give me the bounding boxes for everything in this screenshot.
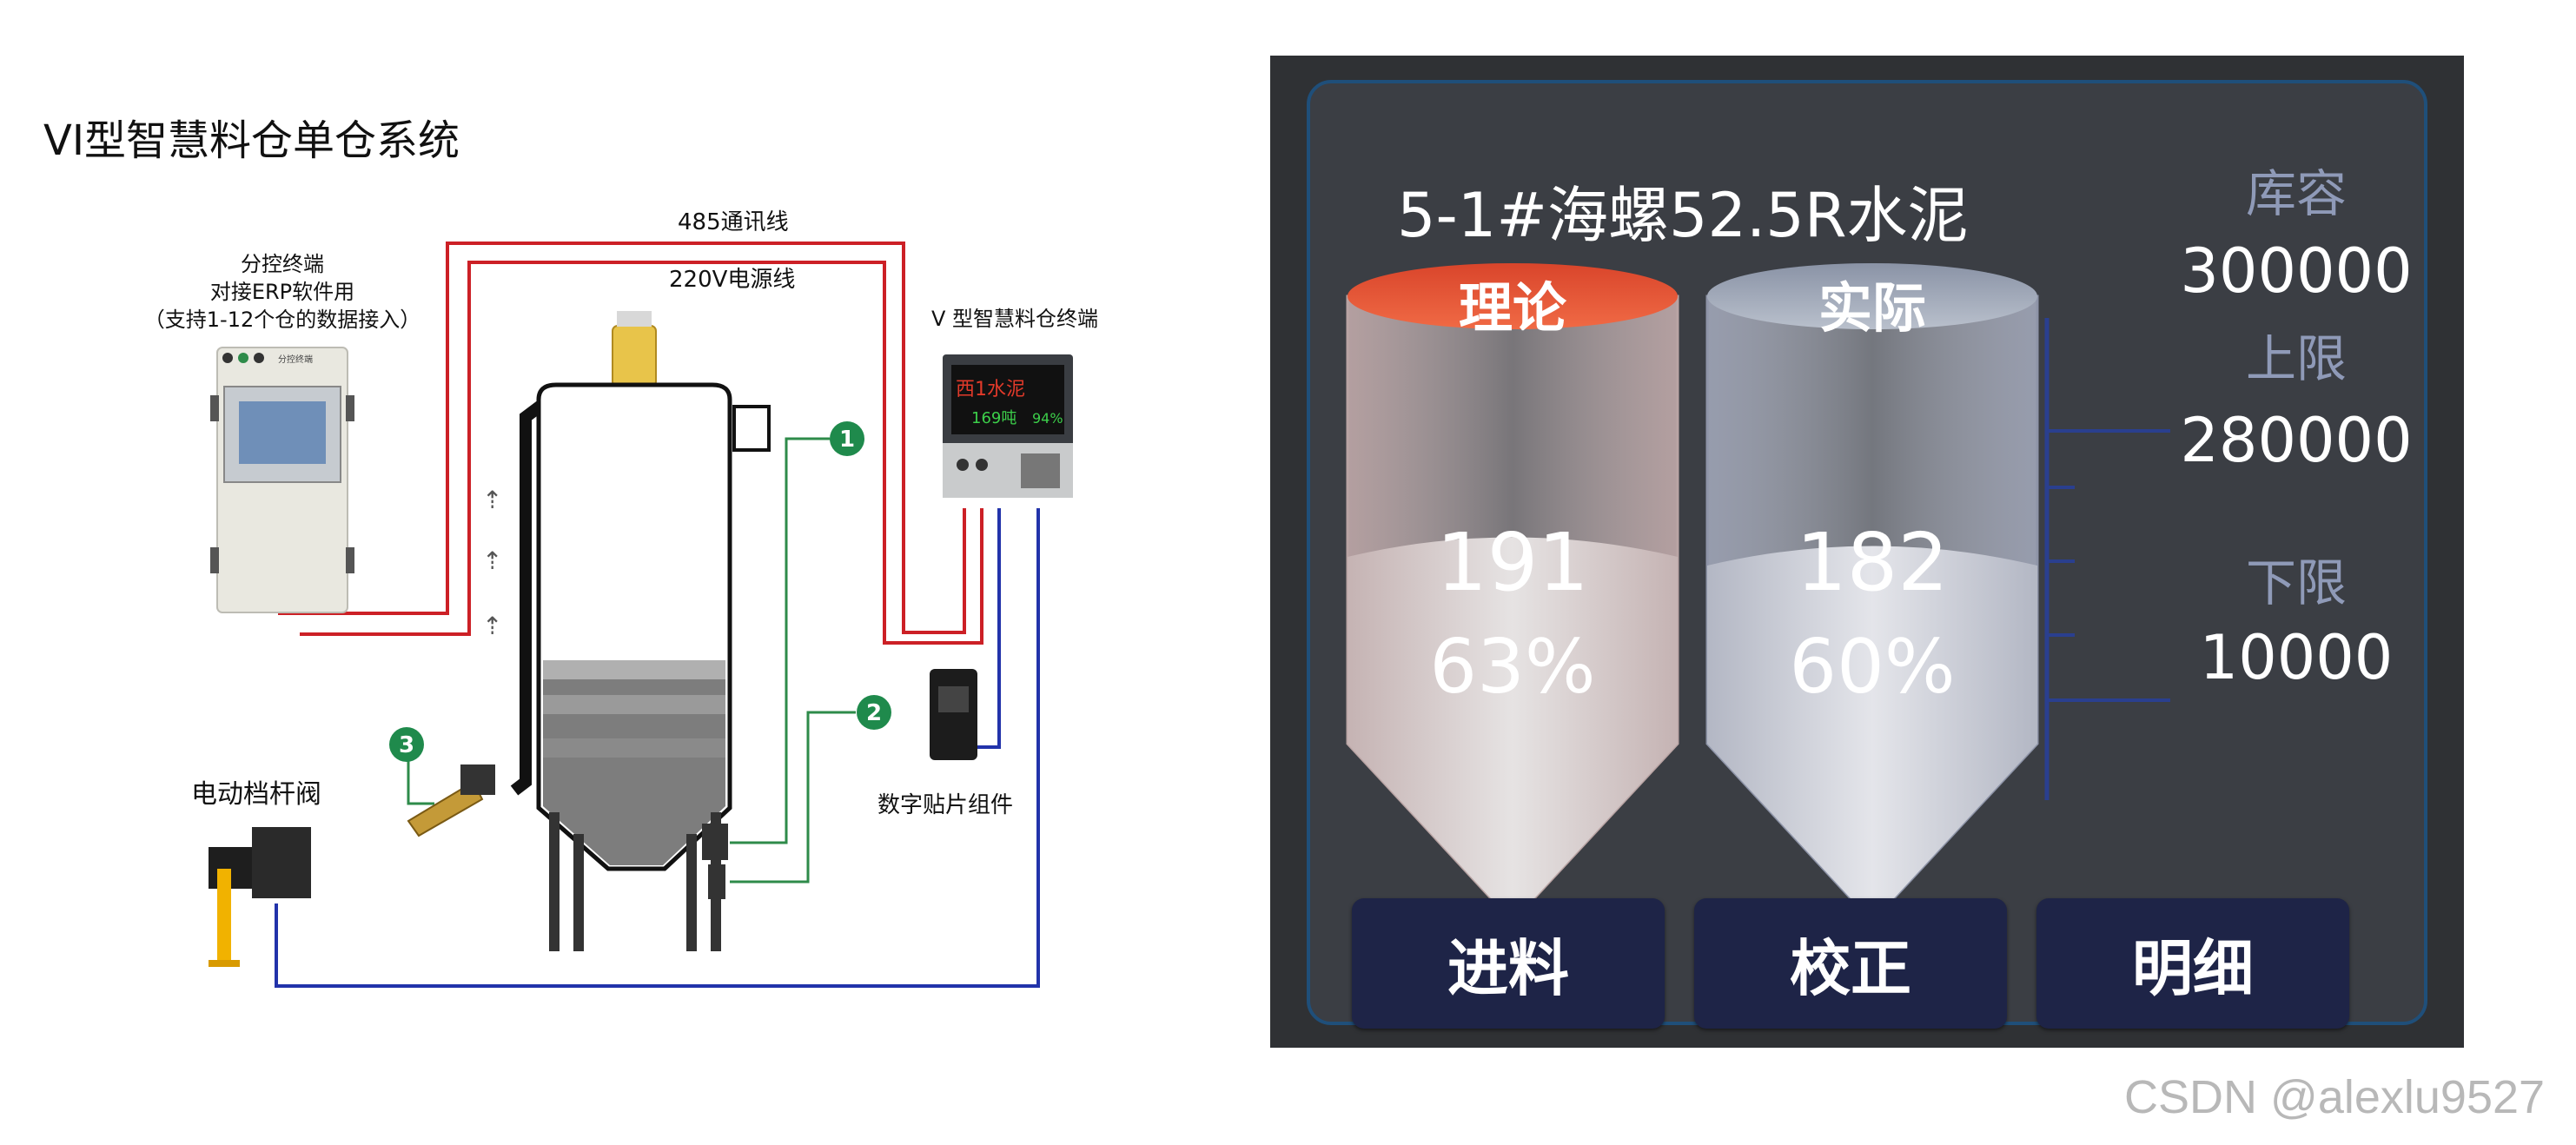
tank-actual-graphic — [1705, 263, 2039, 924]
terminal-label-1: 分控终端 — [241, 252, 324, 276]
digital-patch: 数字贴片组件 — [877, 669, 1013, 818]
tank-actual-percent: 60% — [1789, 624, 1956, 711]
v-terminal-label: V 型智慧料仓终端 — [931, 307, 1098, 331]
marker-3: 3 — [389, 727, 424, 762]
level-scale — [2044, 318, 2170, 800]
screw-conveyor — [407, 764, 495, 837]
v-terminal: V 型智慧料仓终端 西1水泥 169吨 94% — [931, 307, 1098, 498]
svg-text:2: 2 — [866, 700, 882, 726]
silo: ⇡ ⇡ ⇡ — [482, 311, 771, 951]
tank-actual-value: 182 — [1796, 516, 1949, 609]
tank-actual-fill — [1707, 546, 2037, 922]
lower-limit-label: 下限 — [2245, 553, 2347, 612]
signal-line-3 — [407, 747, 434, 805]
watermark: CSDN @alexlu9527 — [2124, 1071, 2546, 1123]
upper-limit-label: 上限 — [2245, 329, 2347, 388]
panel-inner: 5-1#海螺52.5R水泥 — [1307, 80, 2427, 1029]
svg-text:3: 3 — [399, 732, 414, 758]
marker-1: 1 — [830, 421, 864, 456]
tank-actual-label: 实际 — [1818, 276, 1926, 340]
calibrate-button[interactable]: 校正 — [1694, 898, 2007, 1029]
signal-line-1 — [730, 437, 830, 844]
panel-title: 5-1#海螺52.5R水泥 — [1397, 180, 1969, 251]
electric-valve: 电动档杆阀 — [191, 779, 321, 967]
svg-text:⇡: ⇡ — [482, 546, 502, 575]
tank-theoretical-percent: 63% — [1429, 624, 1596, 711]
display-line2b: 94% — [1032, 410, 1063, 427]
line-220v-label: 220V电源线 — [669, 267, 795, 293]
tank-theoretical-label: 理论 — [1458, 276, 1566, 340]
line-485 — [278, 242, 966, 634]
marker-2: 2 — [857, 695, 891, 730]
feed-button[interactable]: 进料 — [1352, 898, 1665, 1029]
line-485-label: 485通讯线 — [678, 209, 789, 235]
svg-text:1: 1 — [839, 427, 855, 453]
capacity-value: 300000 — [2180, 235, 2413, 307]
terminal-label-2: 对接ERP软件用 — [210, 280, 354, 304]
signal-line-2 — [730, 711, 856, 884]
detail-button[interactable]: 明细 — [2036, 898, 2349, 1029]
data-line — [275, 508, 1040, 988]
line-220v — [300, 261, 983, 645]
tank-theoretical-fill — [1348, 537, 1678, 922]
tank-theoretical-graphic — [1346, 263, 1679, 924]
silo-status-panel: 5-1#海螺52.5R水泥 — [1270, 56, 2464, 1048]
capacity-label: 库容 — [2245, 164, 2347, 223]
display-line2a: 169吨 — [971, 409, 1016, 427]
terminal-panel-text: 分控终端 — [278, 354, 313, 365]
lower-limit-value: 10000 — [2199, 622, 2394, 693]
tank-actual: 实际 182 60% — [1703, 257, 2042, 926]
silo-system-diagram: VI型智慧料仓单仓系统 485通讯线 220V电源线 1 2 3 分控终端 对接… — [43, 116, 1098, 988]
tank-theoretical: 理论 191 63% — [1343, 257, 1682, 926]
valve-label: 电动档杆阀 — [191, 779, 321, 810]
svg-text:⇡: ⇡ — [482, 612, 502, 640]
terminal-label-3: （支持1-12个仓的数据接入） — [144, 308, 421, 332]
digital-patch-label: 数字贴片组件 — [877, 792, 1013, 818]
diagram-title: VI型智慧料仓单仓系统 — [43, 116, 460, 165]
upper-limit-value: 280000 — [2180, 405, 2413, 476]
tank-theoretical-value: 191 — [1436, 516, 1589, 609]
display-line1: 西1水泥 — [956, 379, 1025, 400]
svg-text:⇡: ⇡ — [482, 486, 502, 514]
control-terminal: 分控终端 对接ERP软件用 （支持1-12个仓的数据接入） 分控终端 — [144, 252, 421, 613]
